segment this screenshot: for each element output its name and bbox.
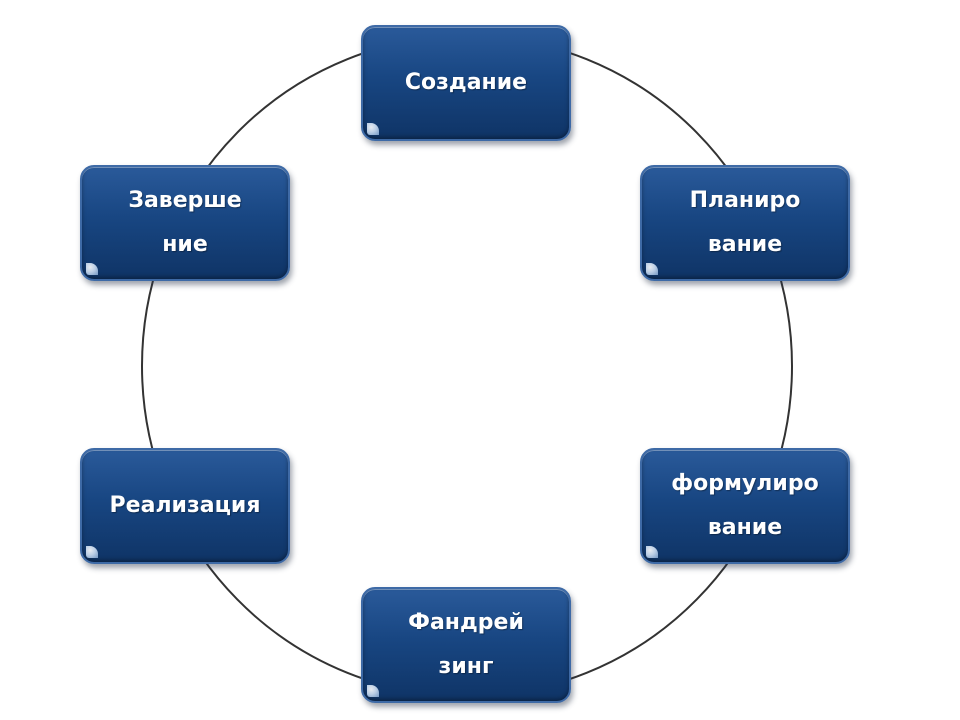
node-creation: Создание [361,25,571,141]
node-formulation: формулиро вание [640,448,850,564]
node-formulation-label: формулиро вание [671,471,819,540]
node-planning-label: Планиро вание [689,188,801,257]
node-fundraising: Фандрей зинг [361,587,571,703]
node-planning: Планиро вание [640,165,850,281]
node-fundraising-label: Фандрей зинг [408,610,524,679]
node-realization: Реализация [80,448,290,564]
node-completion: Заверше ние [80,165,290,281]
node-realization-label: Реализация [109,493,261,518]
node-creation-label: Создание [404,70,528,95]
node-completion-label: Заверше ние [128,188,242,257]
